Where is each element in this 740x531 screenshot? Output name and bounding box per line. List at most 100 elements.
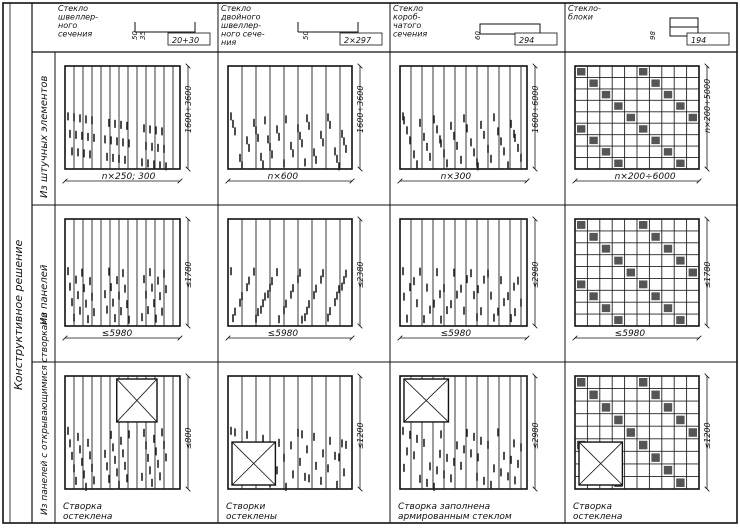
header-dim: 194 <box>691 36 706 45</box>
bottom-dimension: ≤5980 <box>615 329 646 339</box>
glass-profile-sketch <box>297 22 359 33</box>
header-text-line: ного <box>58 21 77 30</box>
panel-glazing <box>402 66 522 171</box>
cell-r2-c2: ≤2380 ≤5980 <box>228 219 365 339</box>
sash-caption-line: Створки <box>226 502 265 512</box>
sash-caption-line: Створка <box>573 502 612 512</box>
panel-glazing <box>67 376 174 491</box>
cell-r2-c4: ≤1780 ≤5980 <box>575 219 712 339</box>
header-dim: 20+30 <box>172 36 199 45</box>
panel-frame <box>227 218 353 327</box>
header-dim: 60 <box>474 31 482 40</box>
header-dim: 2×297 <box>344 36 372 45</box>
column-header-4: Стекло-блоки 98 194 <box>568 4 730 46</box>
dimension-lines <box>65 219 188 338</box>
sash-caption-line: остеклены <box>226 512 277 522</box>
sash-caption-line: Створка заполнена <box>398 502 490 512</box>
side-title: Конструктивное решение <box>12 240 25 390</box>
opening-sash <box>578 441 624 486</box>
dimension-lines <box>228 66 360 181</box>
dimension-lines <box>400 66 535 181</box>
header-dim: 50 <box>302 31 310 40</box>
header-text-line: двойного <box>220 13 261 22</box>
glass-profile-sketch <box>669 17 699 37</box>
panel-glazing <box>575 66 699 169</box>
side-dimension: 1600÷6000 <box>531 86 540 133</box>
panel-glazing <box>67 219 174 326</box>
row-label-1: Из штучных элементов <box>39 75 50 198</box>
sash-caption-line: остеклена <box>63 512 112 522</box>
opening-sash <box>231 441 277 486</box>
panel-glazing <box>575 219 699 326</box>
dimension-lines <box>65 66 188 181</box>
side-dimension: ≤2380 <box>356 261 365 288</box>
panel-glazing <box>402 219 522 326</box>
cell-r2-c3: ≤2980 ≤5980 <box>400 219 540 339</box>
dimension-lines <box>575 66 707 181</box>
header-dim: 294 <box>519 36 534 45</box>
row-label-3: Из панелей с открывающимися створками <box>40 312 50 515</box>
side-dimension: n×200÷5000 <box>703 79 712 133</box>
header-dim: 98 <box>649 31 657 40</box>
glass-profile-sketch <box>479 23 541 35</box>
header-text-line: сечения <box>58 30 92 39</box>
header-text-line: блоки <box>568 13 593 22</box>
cell-r2-c1: ≤1780 ≤5980 <box>65 219 193 339</box>
cell-r1-c2: 1600÷3600 n×600 <box>228 66 365 182</box>
header-text-line: ния <box>221 38 236 47</box>
bottom-dimension: ≤5980 <box>441 329 472 339</box>
bottom-dimension: n×200÷6000 <box>615 172 676 182</box>
bottom-dimension: ≤5980 <box>102 329 133 339</box>
panel-glazing <box>67 66 174 171</box>
header-text-line: Стекло <box>221 4 251 13</box>
bottom-dimension: n×600 <box>268 172 299 182</box>
bottom-dimension: n×300 <box>441 172 472 182</box>
dimension-lines <box>228 219 360 338</box>
side-dimension: ≤1780 <box>703 261 712 288</box>
header-text-line: швеллер- <box>221 21 261 30</box>
sash-caption-line: Створка <box>63 502 102 512</box>
side-dimension: ≤1780 <box>184 261 193 288</box>
sash-caption-line: армированным стеклом <box>398 512 512 522</box>
header-text-line: сечения <box>393 30 427 39</box>
table-grid <box>2 2 738 524</box>
header-text-line: Стекло <box>58 4 88 13</box>
side-dimension: 1600÷3600 <box>356 86 365 133</box>
side-dimension: ≤2980 <box>531 261 540 288</box>
dimension-lines <box>400 219 535 338</box>
dimension-lines <box>575 219 707 338</box>
header-text-line: Стекло <box>393 4 423 13</box>
glass-profile-sketch <box>134 22 196 33</box>
bottom-dimension: ≤5980 <box>268 329 299 339</box>
header-dim: 50 <box>131 31 139 40</box>
header-text-line: короб- <box>393 13 421 22</box>
sash-caption-line: остеклена <box>573 512 622 522</box>
header-text-line: ного сече- <box>221 30 265 39</box>
header-text-line: Стекло- <box>568 4 601 13</box>
panel-glazing <box>230 219 347 326</box>
side-dimension: ≤2980 <box>531 422 540 449</box>
cell-r1-c3: 1600÷6000 n×300 <box>400 66 540 182</box>
header-dim: 35 <box>139 31 147 40</box>
opening-sash <box>116 378 158 423</box>
header-text-line: швеллер- <box>58 13 98 22</box>
side-dimension: ≤1200 <box>356 422 365 449</box>
cell-r1-c4: n×200÷5000 n×200÷6000 <box>575 66 712 182</box>
side-dimension: ≤800 <box>184 427 193 449</box>
header-text-line: чатого <box>393 21 421 30</box>
side-dimension: ≤1200 <box>703 422 712 449</box>
row-label-2: Из панелей <box>39 264 50 325</box>
side-dimension: 1600÷3600 <box>184 86 193 133</box>
